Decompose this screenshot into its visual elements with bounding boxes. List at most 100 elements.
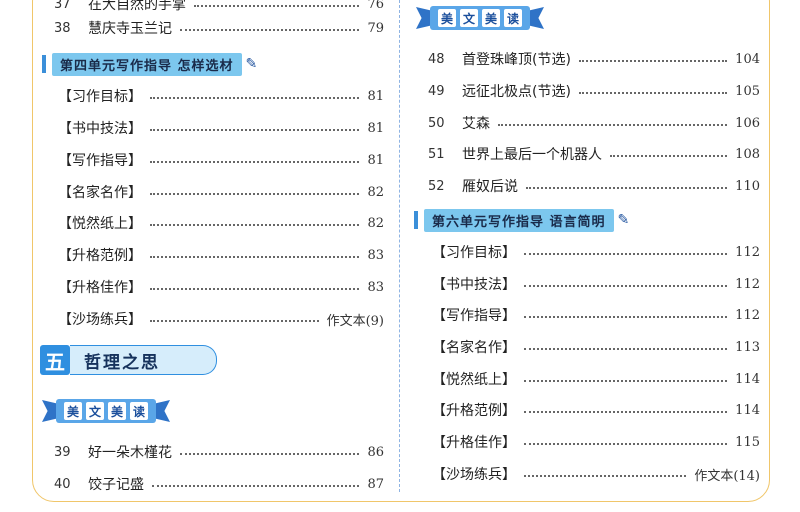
entry-page: 81 [367,120,384,136]
toc-entry[interactable]: 【悦然纸上】 114 [432,367,760,391]
entry-page: 108 [735,146,760,162]
entry-title: 【习作目标】 [58,89,142,105]
toc-entry[interactable]: 【沙场练兵】 作文本(9) [58,307,384,331]
toc-entry[interactable]: 【习作目标】 112 [432,240,760,264]
leader-dots [150,97,360,99]
toc-entry[interactable]: 40 饺子记盛 87 [54,472,384,496]
leader-dots [524,443,728,445]
entry-number: 37 [54,0,71,12]
ribbon-wing [156,400,170,422]
toc-entry[interactable]: 37 在大自然的手掌 76 [54,0,384,16]
ribbon-char: 文 [460,9,478,27]
leader-dots [524,380,728,382]
toc-entry[interactable]: 【升格佳作】 83 [58,275,384,299]
toc-entry[interactable]: 【悦然纸上】 82 [58,211,384,235]
heading-text: 第四单元写作指导 怎样选材 [52,52,242,76]
leader-dots [524,316,728,318]
entry-page: 作文本(9) [326,313,384,329]
leader-dots [524,253,728,255]
heading-bar [42,55,46,73]
entry-title: 饺子记盛 [88,477,144,493]
entry-title: 世界上最后一个机器人 [462,147,602,163]
ribbon-char: 美 [108,402,126,420]
leader-dots [578,92,728,94]
entry-title: 【升格佳作】 [432,435,516,451]
ribbon-body: 美 文 美 读 [430,6,530,30]
entry-title: 好一朵木槿花 [88,445,172,461]
entry-page: 79 [367,20,384,36]
toc-entry[interactable]: 52 雁奴后说 110 [428,174,760,198]
heading-bar [414,211,418,229]
pen-icon: ✎ [617,212,630,228]
entry-page: 82 [367,184,384,200]
leader-dots [610,155,728,157]
toc-entry[interactable]: 【升格范例】 114 [432,398,760,422]
toc-entry[interactable]: 【习作目标】 81 [58,84,384,108]
toc-entry[interactable]: 【沙场练兵】 作文本(14) [432,462,760,486]
entry-title: 【沙场练兵】 [58,312,142,328]
entry-page: 87 [367,476,384,492]
ribbon-wing [416,7,430,29]
entry-page: 81 [367,88,384,104]
entry-page: 112 [735,244,760,260]
entry-number: 51 [428,146,445,162]
entry-number: 48 [428,51,445,67]
entry-page: 112 [735,276,760,292]
toc-entry[interactable]: 【书中技法】 112 [432,272,760,296]
toc-entry[interactable]: 50 艾森 106 [428,111,760,135]
entry-number: 40 [54,476,71,492]
leader-dots [498,124,728,126]
entry-title: 【悦然纸上】 [58,216,142,232]
entry-number: 50 [428,115,445,131]
entry-page: 105 [735,83,760,99]
toc-entry[interactable]: 51 世界上最后一个机器人 108 [428,142,760,166]
toc-entry[interactable]: 【书中技法】 81 [58,116,384,140]
leader-dots [578,60,728,62]
entry-title: 【写作指导】 [58,153,142,169]
leader-dots [180,453,360,455]
entry-number: 38 [54,20,71,36]
entry-page: 82 [367,215,384,231]
entry-title: 艾森 [462,116,490,132]
toc-entry[interactable]: 【写作指导】 112 [432,303,760,327]
leader-dots [150,129,360,131]
entry-title: 【悦然纸上】 [432,372,516,388]
unit5-banner: 五 哲理之思 [40,345,217,375]
leader-dots [194,5,360,7]
toc-entry[interactable]: 【写作指导】 81 [58,148,384,172]
meiwen-ribbon: 美 文 美 读 [416,6,544,30]
entry-title: 【写作指导】 [432,308,516,324]
entry-title: 首登珠峰顶(节选) [462,52,571,68]
entry-title: 慧庆寺玉兰记 [88,21,172,37]
leader-dots [524,348,728,350]
leader-dots [180,29,360,31]
ribbon-char: 美 [438,9,456,27]
toc-entry[interactable]: 38 慧庆寺玉兰记 79 [54,16,384,40]
leader-dots [150,193,360,195]
entry-number: 49 [428,83,445,99]
entry-title: 【升格佳作】 [58,280,142,296]
meiwen-ribbon: 美 文 美 读 [42,399,170,423]
leader-dots [150,256,360,258]
ribbon-char: 美 [64,402,82,420]
ribbon-wing [530,7,544,29]
leader-dots [526,187,728,189]
column-divider [399,0,400,492]
toc-entry[interactable]: 49 远征北极点(节选) 105 [428,79,760,103]
entry-page: 115 [735,434,760,450]
toc-entry[interactable]: 【升格范例】 83 [58,243,384,267]
entry-number: 39 [54,444,71,460]
ribbon-wing [42,400,56,422]
toc-entry[interactable]: 【名家名作】 82 [58,180,384,204]
leader-dots [150,161,360,163]
entry-page: 作文本(14) [694,468,760,484]
entry-page: 81 [367,152,384,168]
leader-dots [150,224,360,226]
pen-icon: ✎ [245,56,258,72]
toc-entry[interactable]: 39 好一朵木槿花 86 [54,440,384,464]
entry-title: 雁奴后说 [462,179,518,195]
toc-entry[interactable]: 48 首登珠峰顶(节选) 104 [428,47,760,71]
unit6-writing-heading: 第六单元写作指导 语言简明 ✎ [414,208,630,232]
toc-entry[interactable]: 【名家名作】 113 [432,335,760,359]
toc-entry[interactable]: 【升格佳作】 115 [432,430,760,454]
